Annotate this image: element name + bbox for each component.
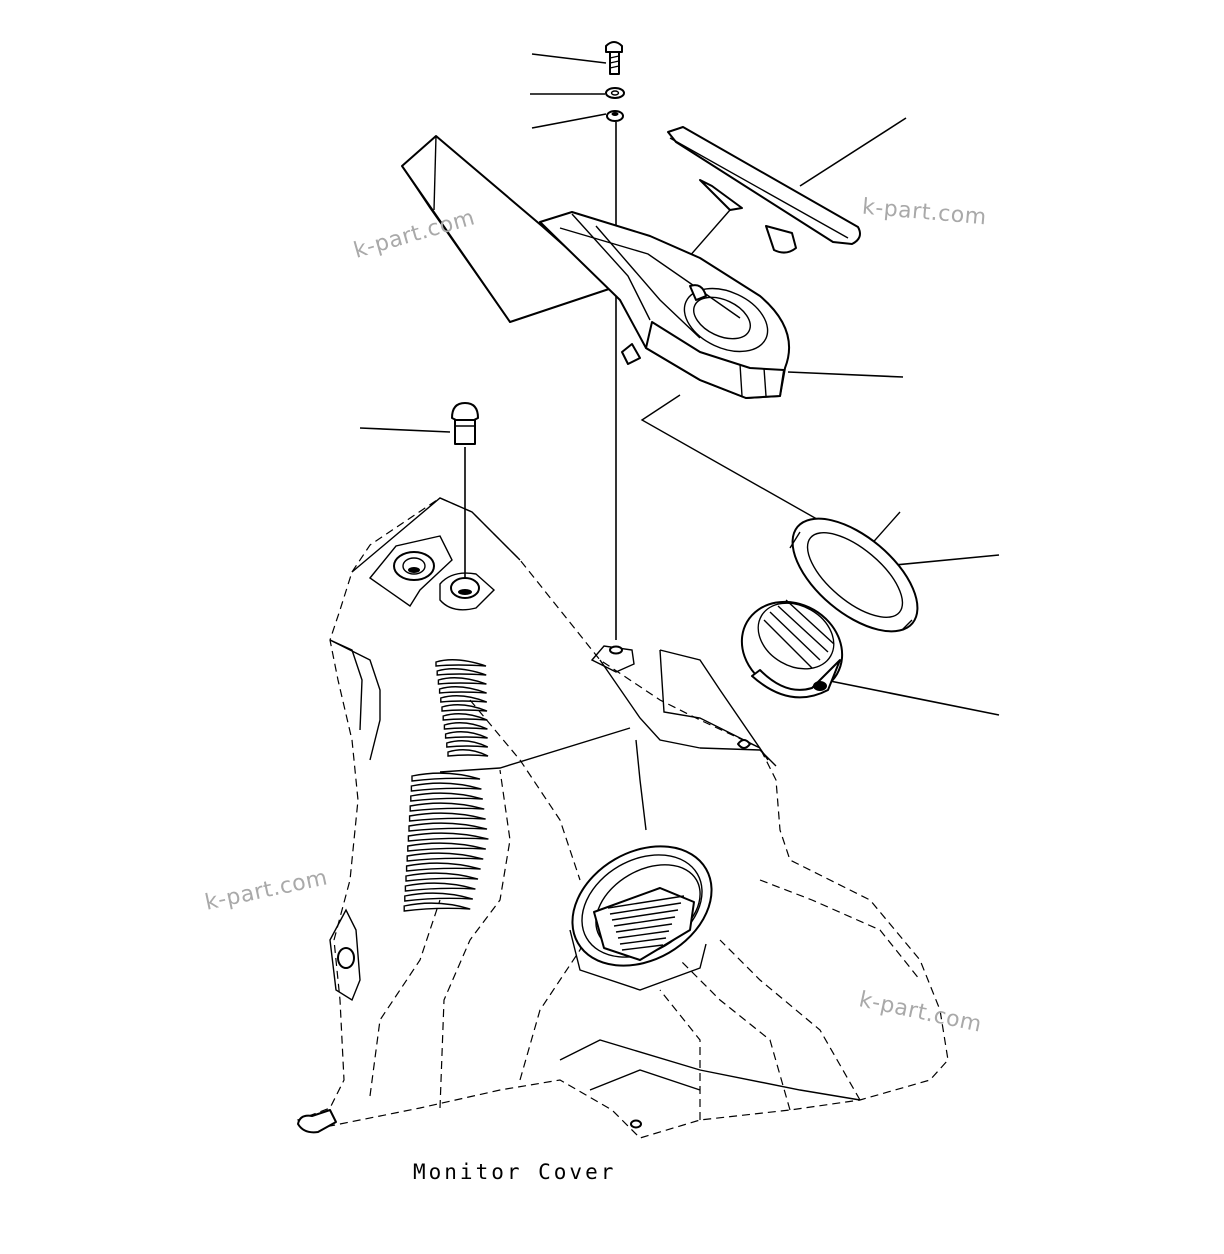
front-louver [569, 845, 713, 991]
leader-lines [359, 53, 1000, 716]
vent-slot [407, 832, 489, 842]
air-duct [401, 135, 791, 399]
collar [606, 110, 624, 122]
vent-slot [404, 892, 473, 902]
vent-slots [403, 659, 489, 912]
louver-line [621, 944, 664, 951]
louver-line [613, 916, 676, 927]
leader-ring [883, 554, 1000, 567]
vent-slot [405, 872, 479, 882]
vent-slot [411, 772, 481, 782]
vent-slot [404, 882, 476, 892]
vent-slot [438, 686, 487, 694]
vent-slot [447, 749, 489, 757]
lid-plate [667, 126, 861, 254]
louver-line [619, 937, 667, 945]
louver-vent [740, 599, 844, 699]
vent-slot [409, 802, 485, 812]
bezel-ring [789, 517, 919, 633]
louver-line [609, 902, 682, 915]
vent-slot [437, 677, 487, 685]
vent-slot [446, 740, 489, 748]
leader-cap [359, 427, 451, 433]
axis-ring-group [640, 394, 901, 549]
leader-duct [787, 371, 904, 378]
vent-slot [408, 812, 486, 822]
vent-slot [443, 722, 488, 730]
monitor-cover-housing [296, 497, 949, 1139]
vent-slot [406, 852, 484, 862]
vent-slot [441, 704, 488, 712]
leader-lid [799, 117, 907, 187]
vent-slot [407, 842, 486, 852]
vent-slot [442, 713, 488, 721]
louver-line [615, 923, 673, 933]
leader-bolt [531, 53, 607, 64]
vent-slot [410, 792, 483, 802]
bolt [605, 41, 623, 75]
vent-slot [410, 782, 482, 792]
louver-line [611, 909, 679, 921]
washer [605, 87, 625, 99]
leader-louver [824, 679, 1000, 716]
vent-slot [408, 822, 488, 832]
louver-line [607, 895, 685, 909]
leader-collar [531, 113, 607, 129]
vent-slot [440, 695, 488, 703]
louver-line [617, 930, 670, 939]
cap-plug [451, 402, 479, 445]
vent-slot [444, 731, 488, 739]
diagram-caption: Monitor Cover [413, 1160, 617, 1184]
vent-slot [436, 668, 487, 676]
vent-slot [435, 659, 487, 667]
vent-slot [405, 862, 481, 872]
vent-slot [403, 902, 471, 912]
